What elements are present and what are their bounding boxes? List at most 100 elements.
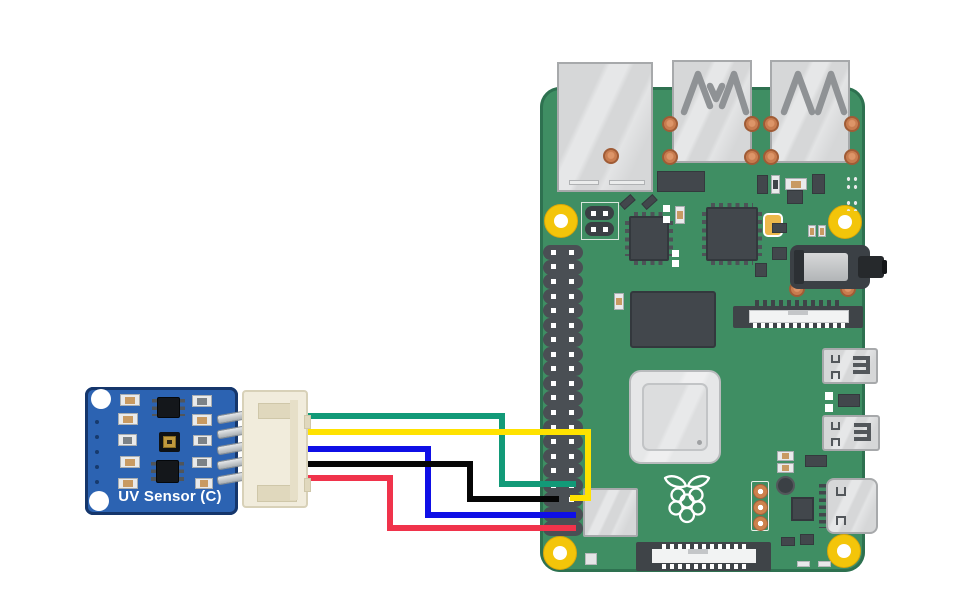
copper-pad: [744, 116, 760, 132]
green-wire: [294, 413, 576, 487]
copper-pad: [744, 149, 760, 165]
gpio-pin: [569, 439, 574, 445]
audio-jack-barrel: [858, 256, 884, 278]
sensor-mount-hole: [91, 389, 111, 409]
solder-dots: [845, 199, 859, 211]
smd-resistor: [118, 478, 138, 489]
gpio-row: [543, 288, 583, 304]
connector-pins: [755, 300, 841, 306]
jumper-pin: [591, 227, 596, 232]
smd-resistor: [675, 206, 685, 224]
gpio-row: [543, 303, 583, 319]
gpio-pin: [569, 526, 574, 532]
gpio-row: [543, 477, 583, 493]
cpu-dot: [697, 440, 702, 445]
hdmi-contacts: [867, 423, 871, 441]
usbc-mark: [836, 487, 846, 496]
hdmi-contacts: [853, 363, 868, 367]
capacitor: [776, 476, 795, 495]
mount-hole: [543, 536, 577, 570]
gpio-pin: [551, 468, 556, 474]
small-chip: [755, 263, 767, 277]
hdmi-mark: [831, 438, 840, 446]
via-dot: [95, 465, 99, 469]
jumper-row: [585, 222, 614, 236]
smd-pad: [672, 260, 679, 267]
sensor-core: [167, 440, 172, 444]
gpio-pin: [569, 511, 574, 517]
smd-resistor: [120, 394, 140, 406]
red-wire: [294, 475, 576, 531]
ic-chip: [152, 397, 185, 418]
via-dot: [95, 435, 99, 439]
gpio-pin: [569, 482, 574, 488]
jst-latch: [304, 478, 311, 492]
gpio-pin: [551, 424, 556, 430]
gpio-pin: [551, 366, 556, 372]
gpio-pin: [551, 279, 556, 284]
gpio-row: [543, 245, 583, 260]
ethernet-port: [557, 62, 653, 192]
small-chip: [805, 455, 827, 467]
jst-connector: [242, 390, 311, 508]
hdmi-mark: [831, 422, 840, 430]
smd-resistor: [777, 463, 794, 473]
gpio-pin: [551, 337, 556, 343]
raspberry-pi-board: [540, 60, 887, 572]
gpio-pin: [569, 366, 574, 372]
jumper-header: [581, 202, 619, 240]
jumper-pin: [603, 227, 608, 232]
poe-pad: [753, 516, 768, 531]
connector-pins: [662, 564, 746, 569]
smd-resistor: [192, 414, 212, 426]
gpio-row: [543, 405, 583, 421]
poe-pads: [751, 481, 769, 531]
gpio-pin: [551, 380, 556, 386]
gpio-pin: [551, 409, 556, 415]
via-dot: [95, 420, 99, 424]
smd-pad: [825, 404, 833, 412]
ram-chip: [630, 291, 716, 348]
smd-resistor: [777, 451, 794, 461]
small-chip: [781, 537, 795, 546]
gpio-row: [543, 506, 583, 522]
solder-dots: [845, 175, 859, 192]
audio-jack: [790, 245, 887, 289]
ethernet-vent: [569, 180, 599, 185]
sensor-mount-hole: [89, 491, 109, 511]
gpio-pin: [569, 279, 574, 284]
jst-shade: [290, 400, 298, 500]
usb3-icon: [680, 70, 750, 116]
smd-resistor: [195, 478, 213, 489]
gpio-pin: [551, 249, 556, 255]
small-chip: [791, 497, 814, 521]
audio-jack-tip: [882, 260, 887, 274]
gpio-pin: [569, 497, 574, 503]
gpio-pin: [569, 468, 574, 474]
gpio-row: [543, 332, 583, 348]
smd-component: [771, 175, 780, 194]
camera-connector-ribbon: [652, 549, 756, 563]
hdmi-contacts: [853, 370, 868, 374]
uv-sensor-module: UV Sensor (C): [85, 387, 315, 517]
small-chip: [838, 394, 860, 407]
smd-resistor: [192, 457, 212, 468]
camera-connector-tab: [688, 549, 708, 554]
via-dot: [95, 450, 99, 454]
connector-pins: [662, 544, 746, 549]
gpio-pin: [569, 293, 574, 299]
small-chip: [812, 174, 825, 194]
hdmi-contacts: [854, 437, 869, 441]
mount-hole: [828, 205, 862, 239]
gpio-row: [543, 419, 583, 435]
gpio-pin: [569, 453, 574, 459]
gpio-pin: [551, 264, 556, 270]
smd-pad: [818, 561, 831, 567]
gpio-pin: [569, 322, 574, 328]
gpio-pin: [569, 337, 574, 343]
mount-hole: [544, 204, 578, 238]
small-chip: [800, 534, 814, 545]
jumper-pin: [591, 211, 596, 216]
copper-pad: [662, 116, 678, 132]
ic-chip: [625, 212, 673, 265]
